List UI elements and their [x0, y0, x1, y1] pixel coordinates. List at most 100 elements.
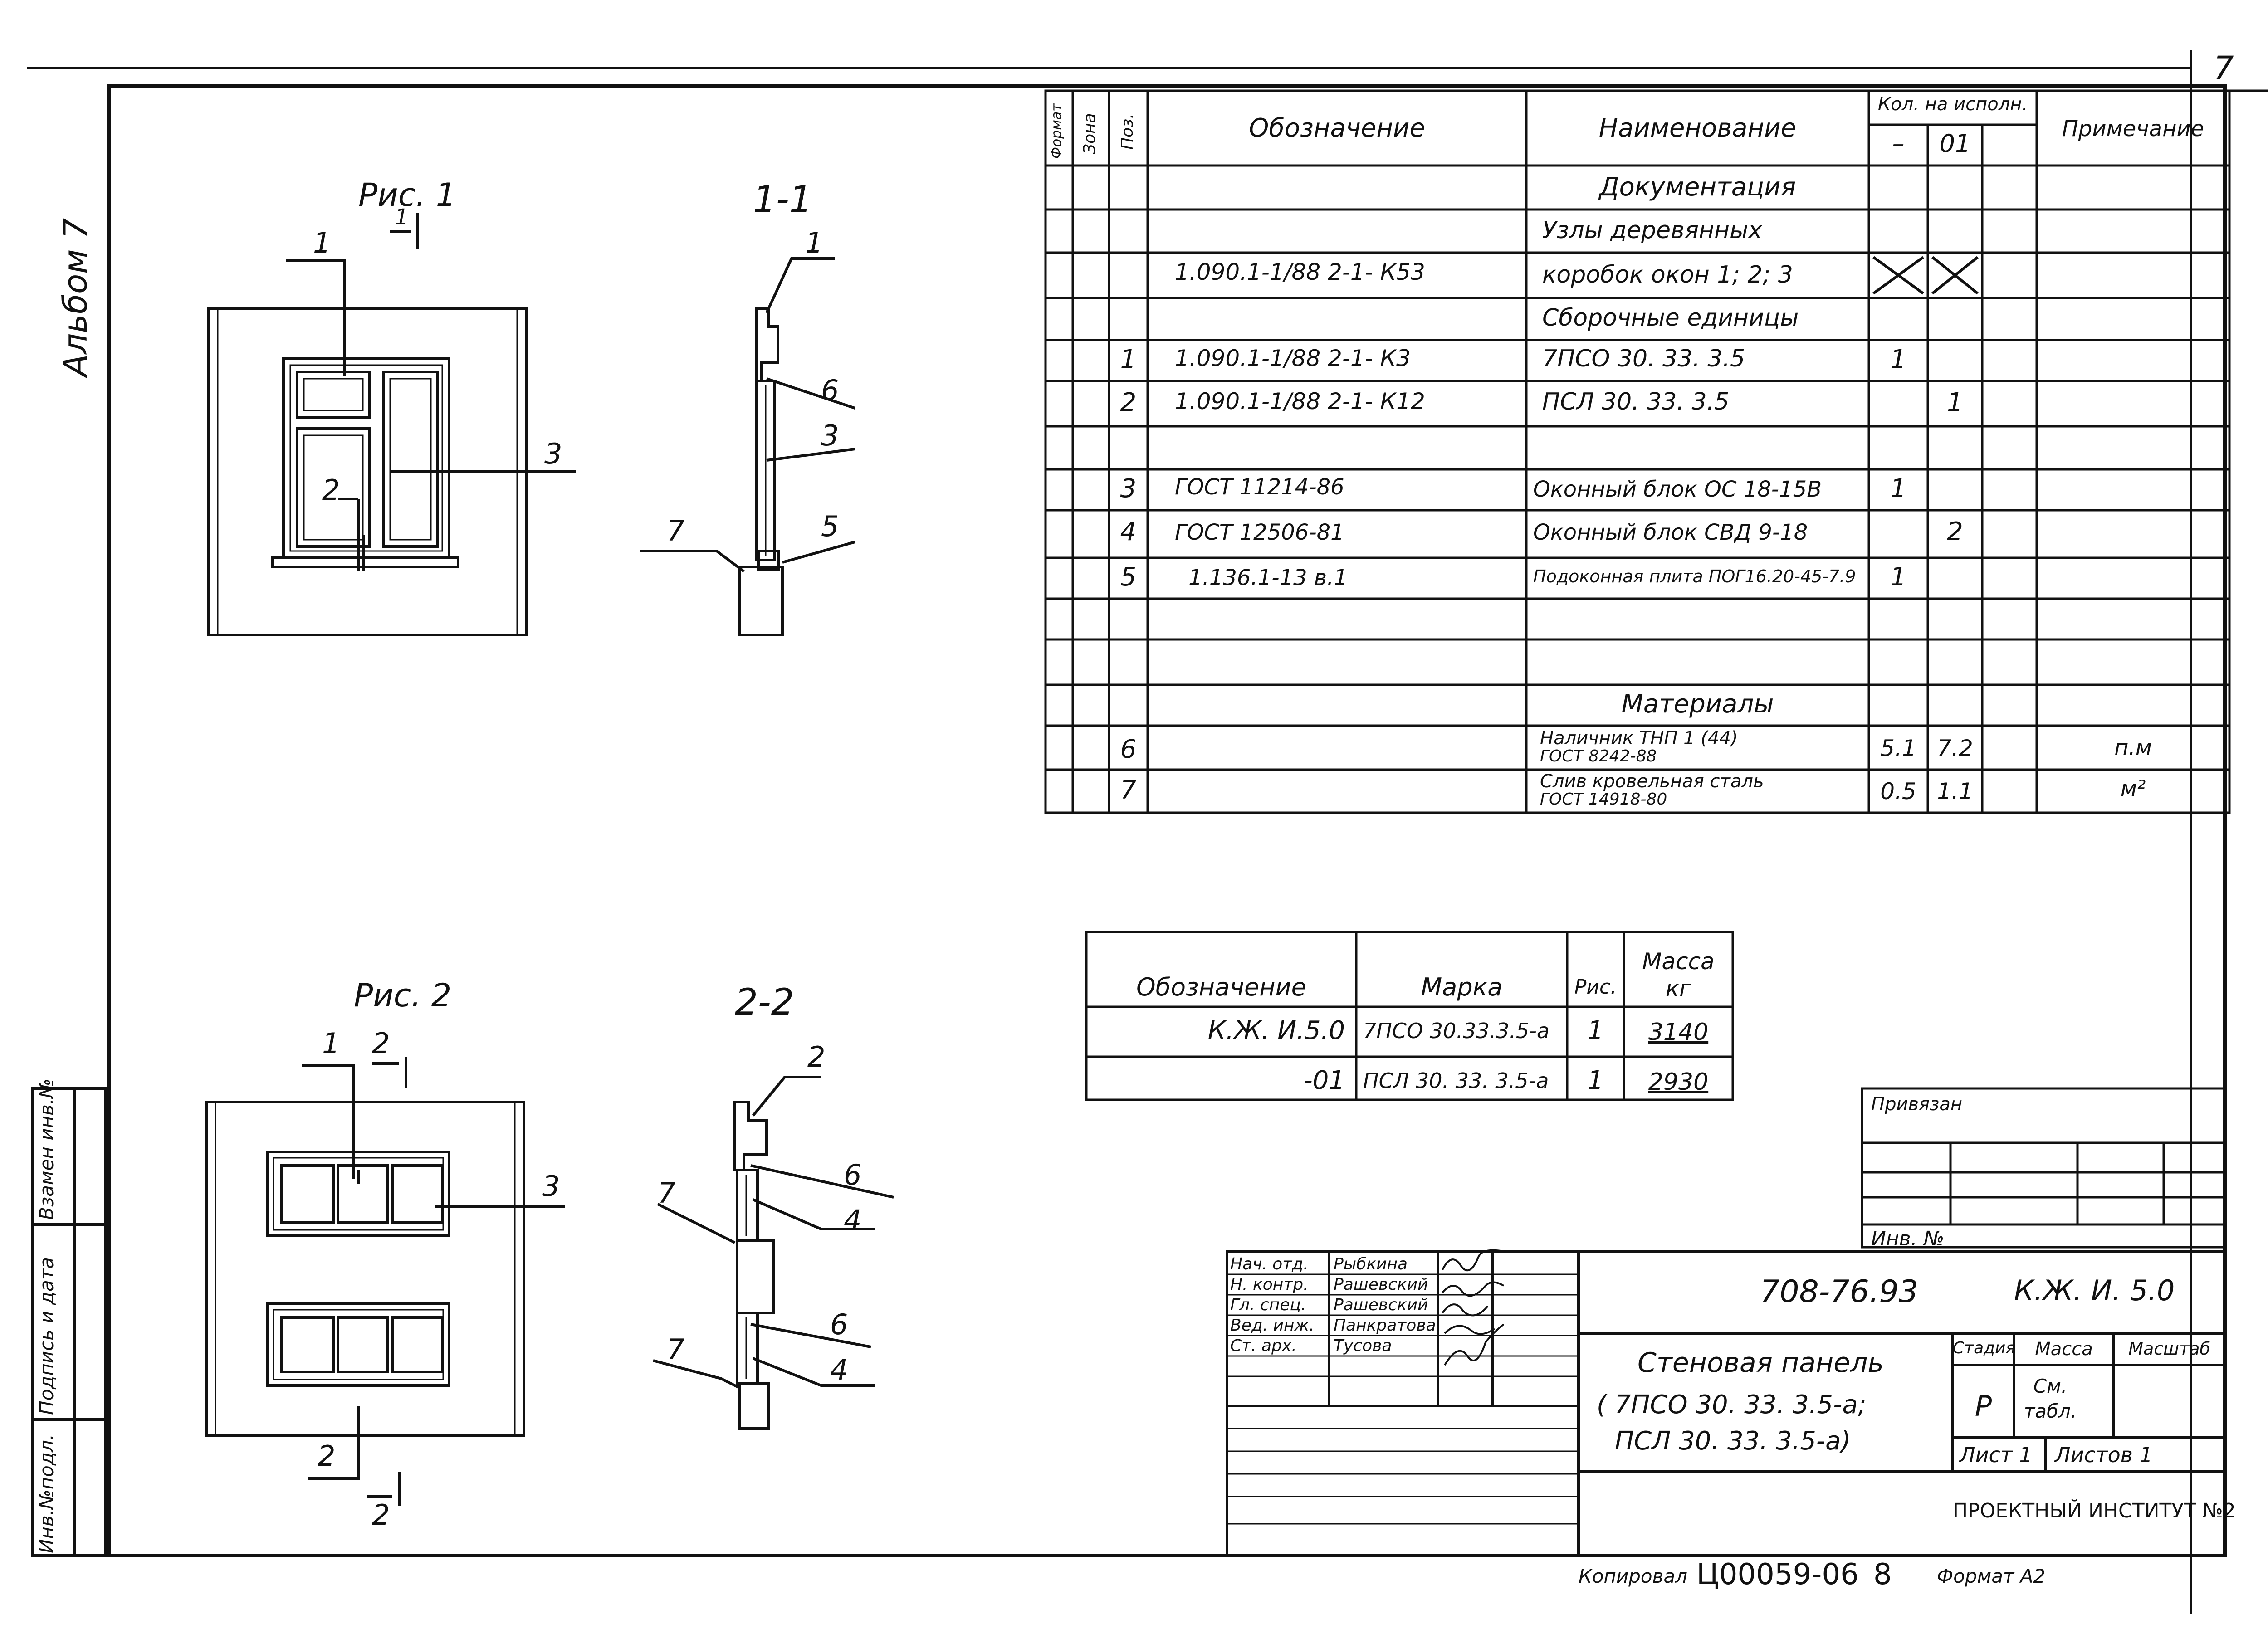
stage-label: Стадия: [1953, 1339, 2016, 1357]
spec-pos-cell: 2: [1120, 388, 1137, 417]
spec-name-cell: Подоконная плита ПОГ16.20-45-7.9: [1533, 566, 1856, 586]
title-block-grid: [1226, 1250, 2226, 1557]
section-2-2-callout-7b: 7: [667, 1333, 685, 1366]
figure-1-callout-3: 3: [544, 437, 562, 470]
mass-row-mark: 7ПСО 30.33.3.5-а: [1363, 1019, 1550, 1043]
spec-pos-cell: 6: [1120, 735, 1137, 764]
section-2-2-callout-4a: 4: [844, 1204, 862, 1237]
spec-cross-marks: [1872, 256, 1979, 295]
sheet-number: 7: [2214, 49, 2234, 87]
section-2-2-callout-2: 2: [807, 1040, 826, 1073]
binding-label: Привязан: [1871, 1094, 1963, 1115]
binding-stamp-grid: [1861, 1087, 2226, 1249]
section-2-2-callout-6a: 6: [844, 1158, 862, 1191]
side-stamp-sign-label: Подпись и дата: [35, 1257, 58, 1415]
spec-designation-cell: 1.090.1-1/88 2-1- К53: [1175, 259, 1425, 285]
signature-name: Рашевский: [1334, 1296, 1428, 1314]
side-stamp-inv-label: Инв.№подл.: [35, 1434, 58, 1553]
section-2-2-callout-6b: 6: [830, 1308, 848, 1341]
spec-qty-a-cell: 5.1: [1880, 735, 1916, 761]
section-2-2-title: 2-2: [735, 981, 794, 1023]
section-1-1-callout-7: 7: [667, 514, 685, 547]
format-label: Формат А2: [1937, 1565, 2046, 1587]
figure-1-cut-mark: 1: [395, 205, 409, 230]
spec-name-cell: Узлы деревянных: [1542, 217, 1762, 244]
spec-qty-b-cell: 2: [1947, 517, 1963, 546]
spec-qty-a-cell: 0.5: [1880, 778, 1916, 805]
section-2-2: [653, 1076, 894, 1430]
signature-name: Рыбкина: [1334, 1255, 1408, 1273]
figure-2-callout-2: 2: [318, 1439, 336, 1473]
figure-1-callout-2: 2: [322, 473, 340, 507]
stage-value: Р: [1975, 1390, 1992, 1423]
spec-designation-cell: 1.090.1-1/88 2-1- К12: [1175, 388, 1425, 415]
scale-label: Масштаб: [2128, 1339, 2210, 1359]
figure-2-callout-3: 3: [542, 1170, 560, 1203]
signature-role: Ст. арх.: [1230, 1336, 1297, 1355]
sheets-label: Листов 1: [2055, 1443, 2153, 1467]
copy-note-code: Ц00059-06: [1696, 1558, 1859, 1591]
mass-header-designation: Обозначение: [1136, 973, 1306, 1001]
figure-2-title: Рис. 2: [354, 977, 452, 1014]
mass-row-mass: 3140: [1648, 1019, 1709, 1046]
spec-header-zone: Зона: [1080, 113, 1099, 154]
section-1-1-callout-3: 3: [821, 419, 839, 452]
section-2-2-callout-7a: 7: [658, 1176, 676, 1210]
mass-row-fig: 1: [1587, 1016, 1604, 1045]
title-line-2: ( 7ПСО 30. 33. 3.5-а;: [1597, 1390, 1867, 1419]
spec-name-cell: Слив кровельная сталь: [1540, 771, 1764, 792]
document-number: 708-76.93: [1760, 1274, 1918, 1310]
mass-row-designation: -01: [1303, 1066, 1345, 1095]
side-stamp-replace-label: Взамен инв.№: [35, 1078, 58, 1220]
spec-pos-cell: 7: [1120, 776, 1137, 805]
spec-name-cell: Наличник ТНП 1 (44): [1540, 728, 1738, 749]
section-1-1-callout-1: 1: [805, 226, 823, 259]
spec-pos-cell: 1: [1120, 345, 1137, 374]
signature-role: Н. контр.: [1230, 1275, 1309, 1294]
spec-qty-a-cell: 1: [1890, 345, 1906, 374]
sheet-frame: [27, 50, 2268, 1614]
spec-name-cell: Оконный блок ОС 18-15В: [1533, 477, 1822, 502]
spec-header-note: Примечание: [2062, 116, 2204, 141]
document-code: К.Ж. И. 5.0: [2014, 1274, 2175, 1307]
spec-qty-a-cell: 1: [1890, 474, 1906, 503]
side-stamp: [31, 1087, 107, 1557]
spec-name-cell: Сборочные единицы: [1542, 304, 1799, 332]
spec-name-cell-gost: ГОСТ 8242-88: [1540, 747, 1657, 766]
spec-pos-cell: 3: [1120, 474, 1137, 503]
section-1-1-callout-6: 6: [821, 374, 839, 407]
mass-table-grid: [1085, 931, 1734, 1101]
section-2-2-callout-4b: 4: [830, 1353, 848, 1386]
spec-qty-b-cell: 1.1: [1937, 778, 1973, 805]
figure-1-panel: [207, 213, 576, 636]
spec-qty-b-cell: 1: [1947, 388, 1963, 417]
mass-row-designation: К.Ж. И.5.0: [1207, 1016, 1345, 1045]
mass-header-fig: Рис.: [1574, 976, 1617, 999]
spec-qty-b-cell: 7.2: [1937, 735, 1973, 761]
spec-header-format: Формат: [1049, 103, 1065, 159]
album-label: Альбом 7: [56, 218, 94, 376]
copy-note-label: Копировал: [1579, 1565, 1687, 1587]
signature-scribbles: [1442, 1249, 1506, 1366]
sheet-label: Лист 1: [1960, 1443, 2033, 1467]
spec-name-cell: Документация: [1599, 172, 1796, 202]
organization-name: ПРОЕКТНЫЙ ИНСТИТУТ №2: [1953, 1499, 2236, 1522]
figure-2-cut-mark-top: 2: [372, 1027, 390, 1060]
spec-designation-cell: 1.090.1-1/88 2-1- К3: [1175, 345, 1411, 371]
spec-pos-cell: 4: [1120, 517, 1137, 546]
spec-name-cell: ПСЛ 30. 33. 3.5: [1542, 388, 1730, 415]
spec-header-qty-b: 01: [1939, 129, 1971, 158]
spec-header-name: Наименование: [1598, 113, 1797, 143]
mass-row-mark: ПСЛ 30. 33. 3.5-а: [1363, 1068, 1549, 1093]
spec-qty-a-cell: 1: [1890, 562, 1906, 592]
spec-header-pos: Поз.: [1118, 113, 1137, 150]
mass-value: См. табл.: [2024, 1375, 2077, 1422]
section-1-1: [640, 257, 855, 636]
spec-header-designation: Обозначение: [1249, 113, 1425, 143]
mass-row-fig: 1: [1587, 1066, 1604, 1095]
signature-role: Вед. инж.: [1230, 1316, 1315, 1335]
title-line-1: Стеновая панель: [1637, 1347, 1884, 1379]
signature-name: Рашевский: [1334, 1275, 1428, 1294]
spec-name-cell: 7ПСО 30. 33. 3.5: [1542, 345, 1745, 372]
